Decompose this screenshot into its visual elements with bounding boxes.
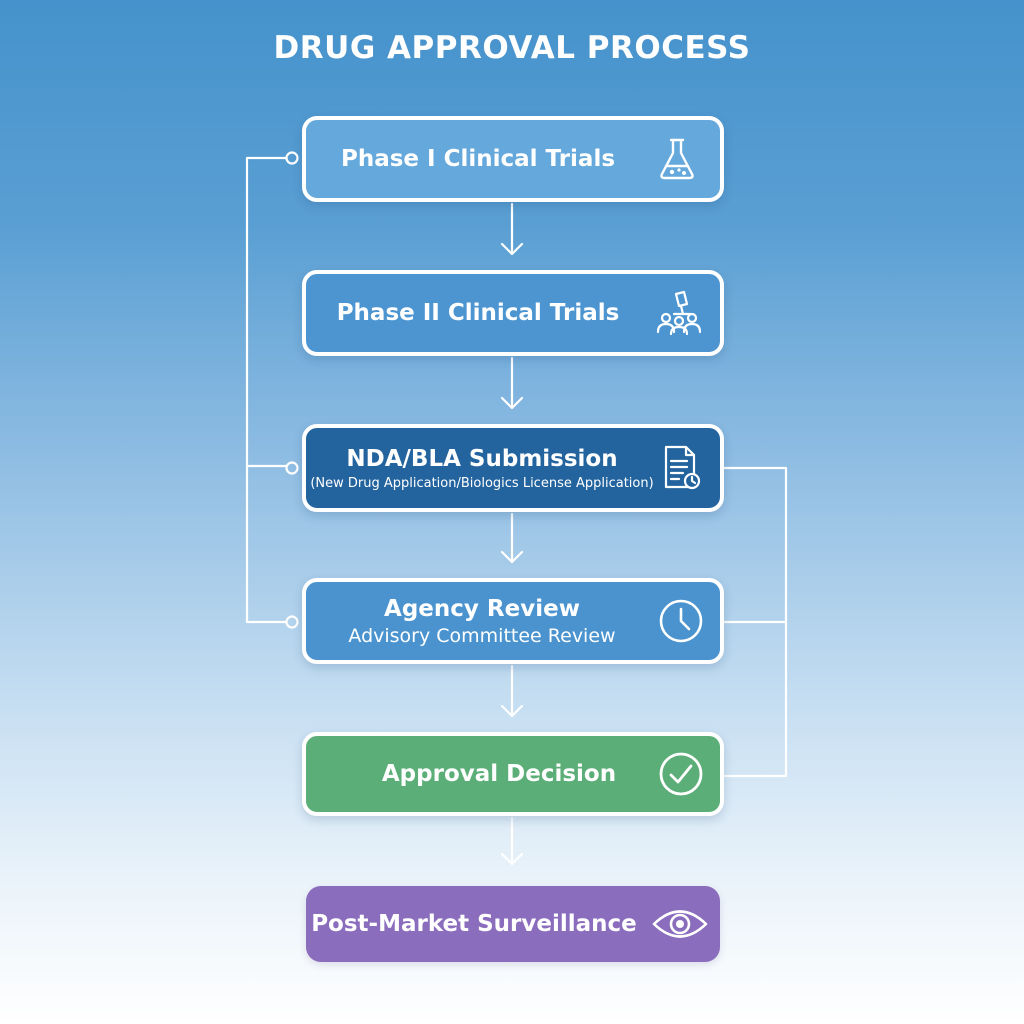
step-label: Agency Review — [384, 595, 580, 622]
clock-icon — [659, 599, 703, 643]
document-icon — [664, 445, 701, 490]
step-approval-decision[interactable]: Approval Decision — [302, 732, 724, 816]
connector-node-1 — [285, 151, 299, 165]
step-label: Phase II Clinical Trials — [336, 300, 620, 326]
step-phase-1[interactable]: Phase I Clinical Trials — [302, 116, 724, 202]
arrow-5 — [500, 816, 524, 866]
connector-node-3 — [285, 615, 299, 629]
diagram-title: DRUG APPROVAL PROCESS — [273, 30, 751, 66]
step-label: NDA/BLA Submission — [346, 445, 618, 472]
check-circle-icon — [659, 752, 703, 796]
arrow-3 — [500, 512, 524, 564]
step-nda-bla-submission[interactable]: NDA/BLA Submission (New Drug Application… — [302, 424, 724, 512]
right-feedback-line — [722, 466, 788, 778]
step-post-market-surveillance[interactable]: Post-Market Surveillance — [306, 886, 720, 962]
step-label: Phase I Clinical Trials — [340, 146, 616, 172]
step-label: Post-Market Surveillance — [311, 911, 637, 937]
arrow-4 — [500, 664, 524, 718]
arrow-2 — [500, 356, 524, 410]
step-label: Approval Decision — [381, 761, 617, 787]
flask-icon — [660, 138, 694, 180]
step-sublabel: (New Drug Application/Biologics License … — [310, 475, 654, 491]
step-phase-2[interactable]: Phase II Clinical Trials — [302, 270, 724, 356]
arrow-1 — [500, 202, 524, 256]
left-feedback-line — [245, 156, 288, 624]
microscope-people-icon — [656, 290, 702, 336]
step-agency-review[interactable]: Agency Review Advisory Committee Review — [302, 578, 724, 664]
eye-icon — [652, 910, 708, 938]
step-sublabel: Advisory Committee Review — [348, 624, 616, 647]
connector-node-2 — [285, 461, 299, 475]
